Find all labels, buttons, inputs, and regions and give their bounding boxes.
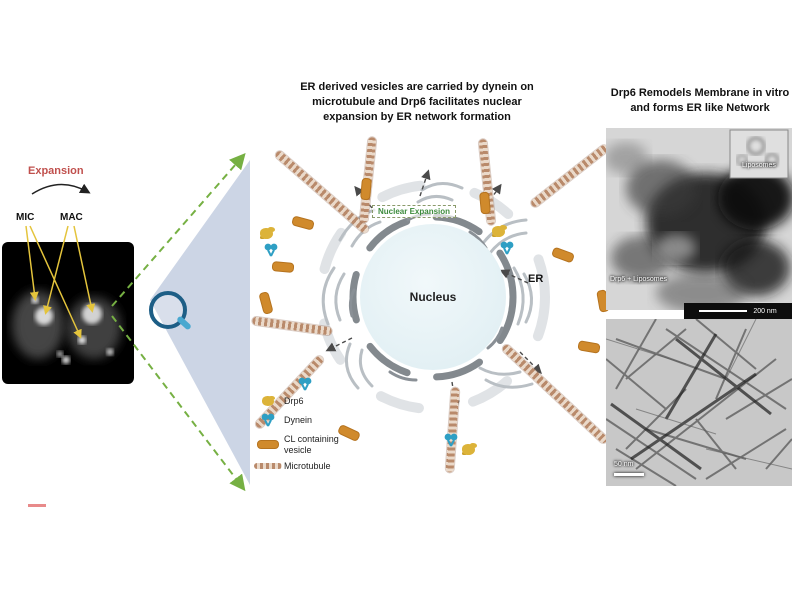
drp6-legend-icon [252,396,284,407]
expansion-curved-arrow [31,183,91,195]
mac-pointer-arrow-1 [43,225,69,315]
legend-label: Dynein [284,415,313,426]
legend-row-drp6: Drp6 [252,396,362,407]
legend-label: Microtubule [284,461,331,472]
mic-pointer-arrow-2 [29,225,82,339]
mac-pointer-arrow-2 [73,225,96,313]
center-diagram-title: ER derived vesicles are carried by dynei… [300,81,534,123]
legend-row-vesicle: CL containing vesicle [252,434,362,455]
scale-bar-200nm: 200 nm [684,303,792,319]
mac-label: MAC [60,212,83,223]
zoom-triangle [150,160,250,485]
legend-label: CL containing vesicle [284,434,339,455]
drp6-protein-shape [462,444,475,455]
scale-bar-50nm-line [614,473,644,476]
zoom-dashed-arrow-top [111,152,246,307]
expansion-label: Expansion [28,165,84,177]
legend-row-dynein: Dynein [252,412,362,428]
dynein-motor-icon [298,377,312,391]
er-pointer-arrow [499,269,529,284]
drp6-protein-shape [260,228,273,239]
legend-row-microtubule: Microtubule [252,461,362,471]
dynein-motor-icon [444,433,458,447]
scale-bar-line [699,310,748,312]
vesicle-legend-icon [252,440,284,450]
scale-bar-text: 200 nm [753,307,777,315]
tem-image-network [606,319,792,486]
cl-vesicle-shape [360,177,372,201]
dynein-motor-icon [264,243,278,257]
nuclear-envelope [349,213,517,381]
mic-pointer-arrow-1 [25,225,39,301]
nucleus-label: Nucleus [409,290,457,304]
dynein-legend-icon [252,412,284,428]
tem-image-liposomes [606,128,792,310]
cl-vesicle-shape [479,191,491,215]
zoom-dashed-arrow-bottom [111,315,246,492]
right-panel-title: Drp6 Remodels Membrane in vitro and form… [610,87,790,114]
legend-label: Drp6 [284,396,304,406]
cl-vesicle-shape [271,261,295,273]
tem-condition-label: Drp6 + Liposomes [610,276,668,283]
drp6-protein-shape [492,226,505,237]
liposomes-inset-label: Liposomes [742,162,776,169]
mic-label: MIC [16,212,35,223]
outer-er-ring [316,180,550,414]
scale-bar-50nm-text: 50 nm [614,461,634,468]
pink-dash-mark [28,504,46,507]
microtubule-legend-icon [252,463,284,470]
nuclear-expansion-label: Nuclear Expansion [372,205,457,218]
dynein-motor-icon [500,241,514,255]
er-label: ER [528,273,544,285]
diagram-legend: Drp6 Dynein CL containing vesicle Microt… [252,396,362,477]
nucleus-circle: Nucleus [360,224,506,370]
micrograph-panel [2,242,134,384]
